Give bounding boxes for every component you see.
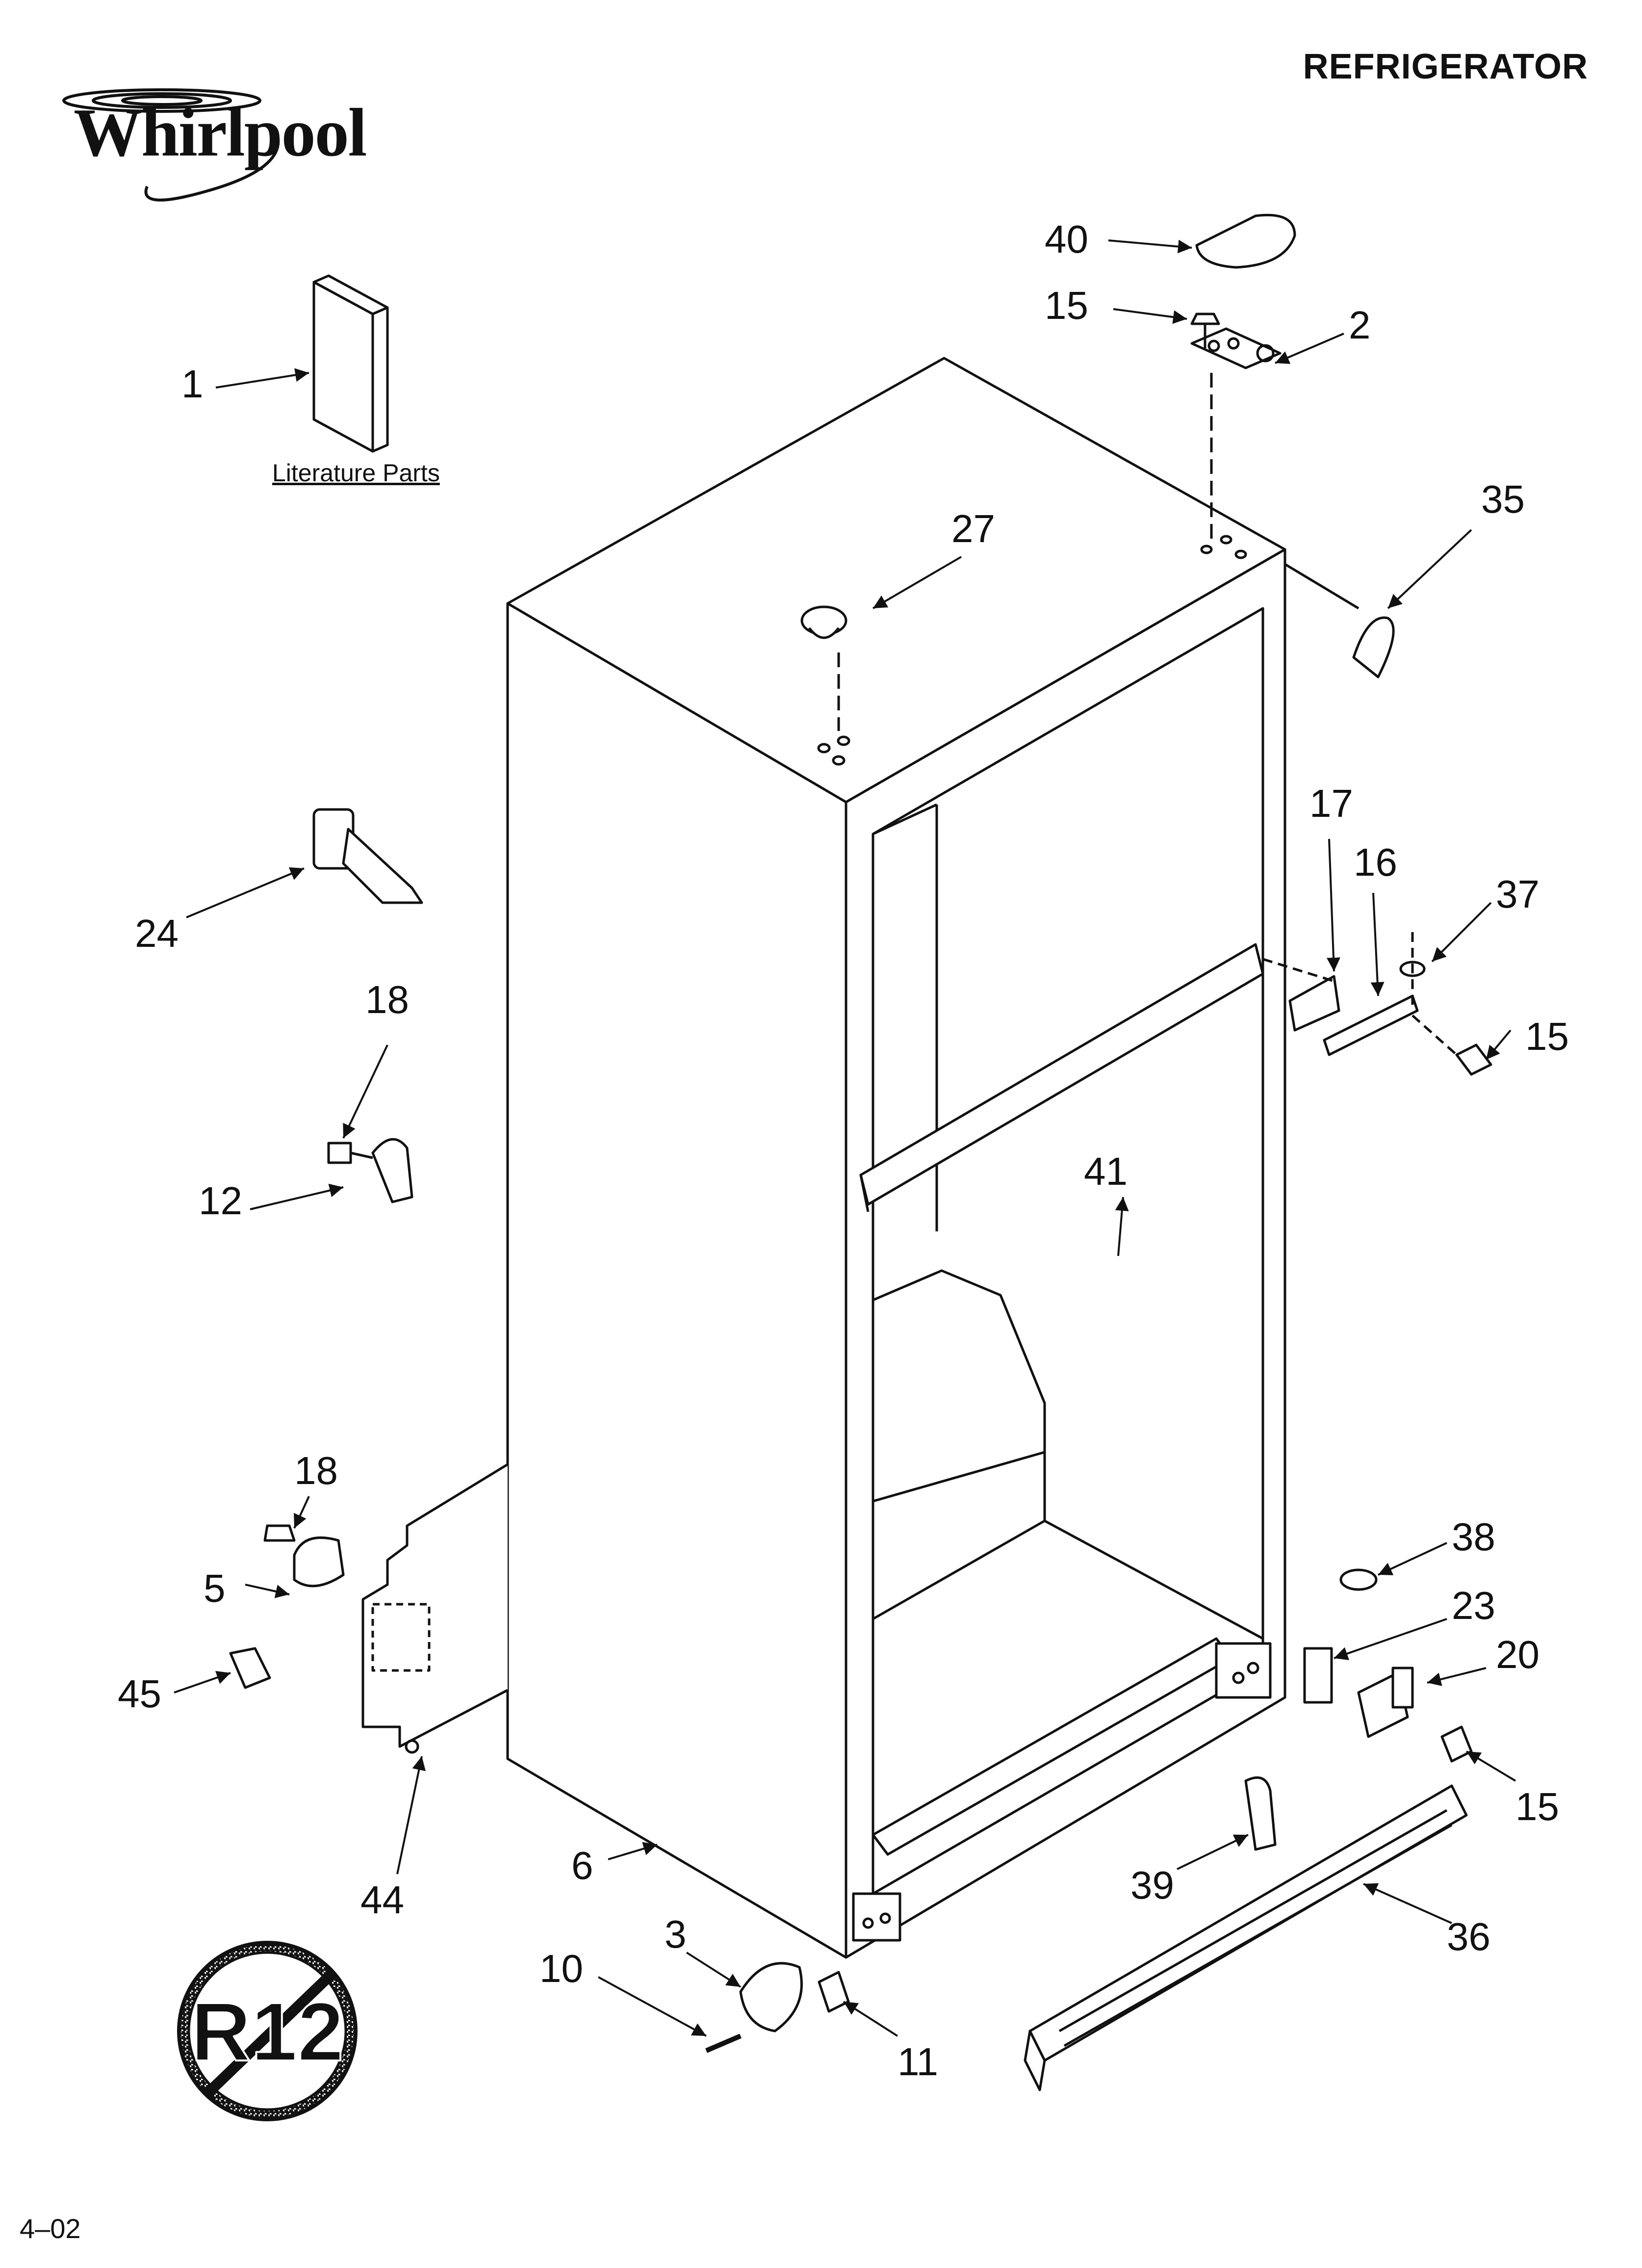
no-r12-badge-text: R12 (191, 1985, 344, 2079)
callout-36: 36 (1447, 1915, 1490, 1958)
top-trim-cap (1352, 616, 1395, 678)
callout-20: 20 (1496, 1633, 1539, 1676)
hinge-shim (1303, 1647, 1333, 1704)
shoulder-bolt (312, 808, 423, 904)
callout-17: 17 (1309, 782, 1353, 825)
callout-40: 40 (1045, 217, 1088, 261)
callout-3: 3 (665, 1912, 687, 1956)
literature-parts-label: Literature Parts (272, 459, 440, 487)
refrigerator-cabinet (506, 357, 1286, 1959)
literature-book (312, 274, 389, 453)
callout-44: 44 (360, 1878, 404, 1922)
cabinet-opening (872, 607, 1264, 1895)
callout-10: 10 (539, 1947, 583, 1990)
callout-24: 24 (135, 912, 179, 955)
no-r12-badge (177, 1941, 358, 2121)
cabinet-side (506, 602, 847, 1959)
callout-18-top: 18 (365, 978, 409, 1021)
roller-pin (705, 2033, 742, 2053)
callout-5: 5 (204, 1566, 226, 1610)
callout-11: 11 (898, 2040, 938, 2084)
callout-2: 2 (1349, 303, 1371, 347)
grille-clip (1244, 1776, 1277, 1851)
callout-15-mid: 15 (1525, 1015, 1569, 1058)
leader-lines (174, 239, 1516, 2037)
callout-27: 27 (951, 507, 995, 550)
callout-35: 35 (1481, 477, 1525, 521)
center-hinge-assembly (1262, 932, 1492, 1076)
callout-1: 1 (181, 362, 204, 406)
callout-45: 45 (118, 1672, 161, 1716)
washer (1339, 1568, 1378, 1591)
roller-bracket (739, 1962, 803, 2033)
callout-38: 38 (1452, 1515, 1495, 1559)
callout-41: 41 (1084, 1149, 1128, 1193)
hinge-cover (1195, 213, 1296, 269)
callout-23: 23 (1452, 1584, 1495, 1627)
callout-6: 6 (571, 1844, 593, 1887)
roller-screw (818, 1971, 850, 2013)
revision-code: 4–02 (20, 2213, 81, 2244)
page-title: REFRIGERATOR (1303, 47, 1588, 86)
bottom-hinge-screw (1440, 1725, 1473, 1763)
wire-clip (327, 1138, 413, 1203)
callout-39: 39 (1130, 1863, 1174, 1907)
toe-grille (1024, 1784, 1468, 2091)
top-plug (800, 605, 847, 731)
callout-15-top: 15 (1045, 284, 1088, 327)
cord-clamp (263, 1524, 345, 1588)
rear-access-panel (361, 1463, 509, 1754)
panel-screw (229, 1647, 271, 1689)
bottom-hinge (1357, 1667, 1414, 1738)
logo-swirl (62, 88, 280, 202)
callout-16: 16 (1354, 840, 1397, 884)
callout-37: 37 (1496, 872, 1539, 916)
callout-15-bottom: 15 (1515, 1785, 1559, 1828)
callout-18-bottom: 18 (294, 1449, 338, 1492)
hinge-screw (1190, 313, 1220, 348)
callout-12: 12 (199, 1179, 242, 1223)
callout-numbers: 1 40 15 2 27 35 24 18 12 17 16 37 15 41 … (118, 217, 1569, 2084)
